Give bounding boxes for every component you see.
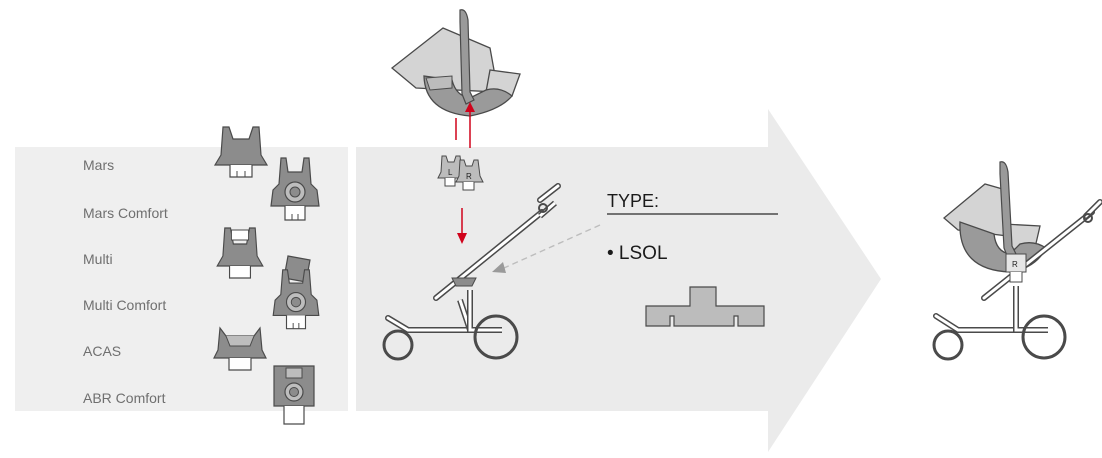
model-label-multi-comfort: Multi Comfort [83, 297, 167, 313]
result-adapter-letter: R [1012, 260, 1018, 269]
adapter-right-letter: R [466, 172, 472, 181]
adapter-multi-comfort-icon [272, 255, 320, 330]
model-label-acas: ACAS [83, 343, 122, 359]
dashed-pointer [503, 224, 601, 269]
attach-arrows-up [455, 102, 475, 148]
stroller-mount-icon [451, 277, 477, 287]
model-label-multi: Multi [83, 251, 113, 267]
type-label: TYPE: [607, 191, 660, 211]
type-value: • LSOL [607, 243, 668, 264]
attach-arrow-down [457, 208, 467, 244]
adapter-multi-icon [216, 227, 264, 279]
model-label-mars: Mars [83, 157, 115, 173]
stroller-frame-icon [382, 183, 561, 361]
adapter-abr-comfort-icon [273, 365, 315, 425]
flow-arrow [356, 109, 881, 452]
adapter-left-letter: L [448, 168, 453, 177]
result-stroller-frame-icon [932, 199, 1102, 361]
adapter-pair-lr-icon: L R [437, 155, 484, 191]
pointer-arrowhead [492, 262, 506, 273]
result-adapter-icon: R [1005, 253, 1027, 283]
model-label-abr-comfort: ABR Comfort [83, 390, 166, 406]
adapter-acas-icon [213, 326, 267, 371]
lsol-profile-icon [645, 286, 765, 327]
result-car-seat-icon [942, 161, 1047, 273]
car-seat-top-icon [390, 9, 521, 117]
model-label-mars-comfort: Mars Comfort [83, 205, 168, 221]
